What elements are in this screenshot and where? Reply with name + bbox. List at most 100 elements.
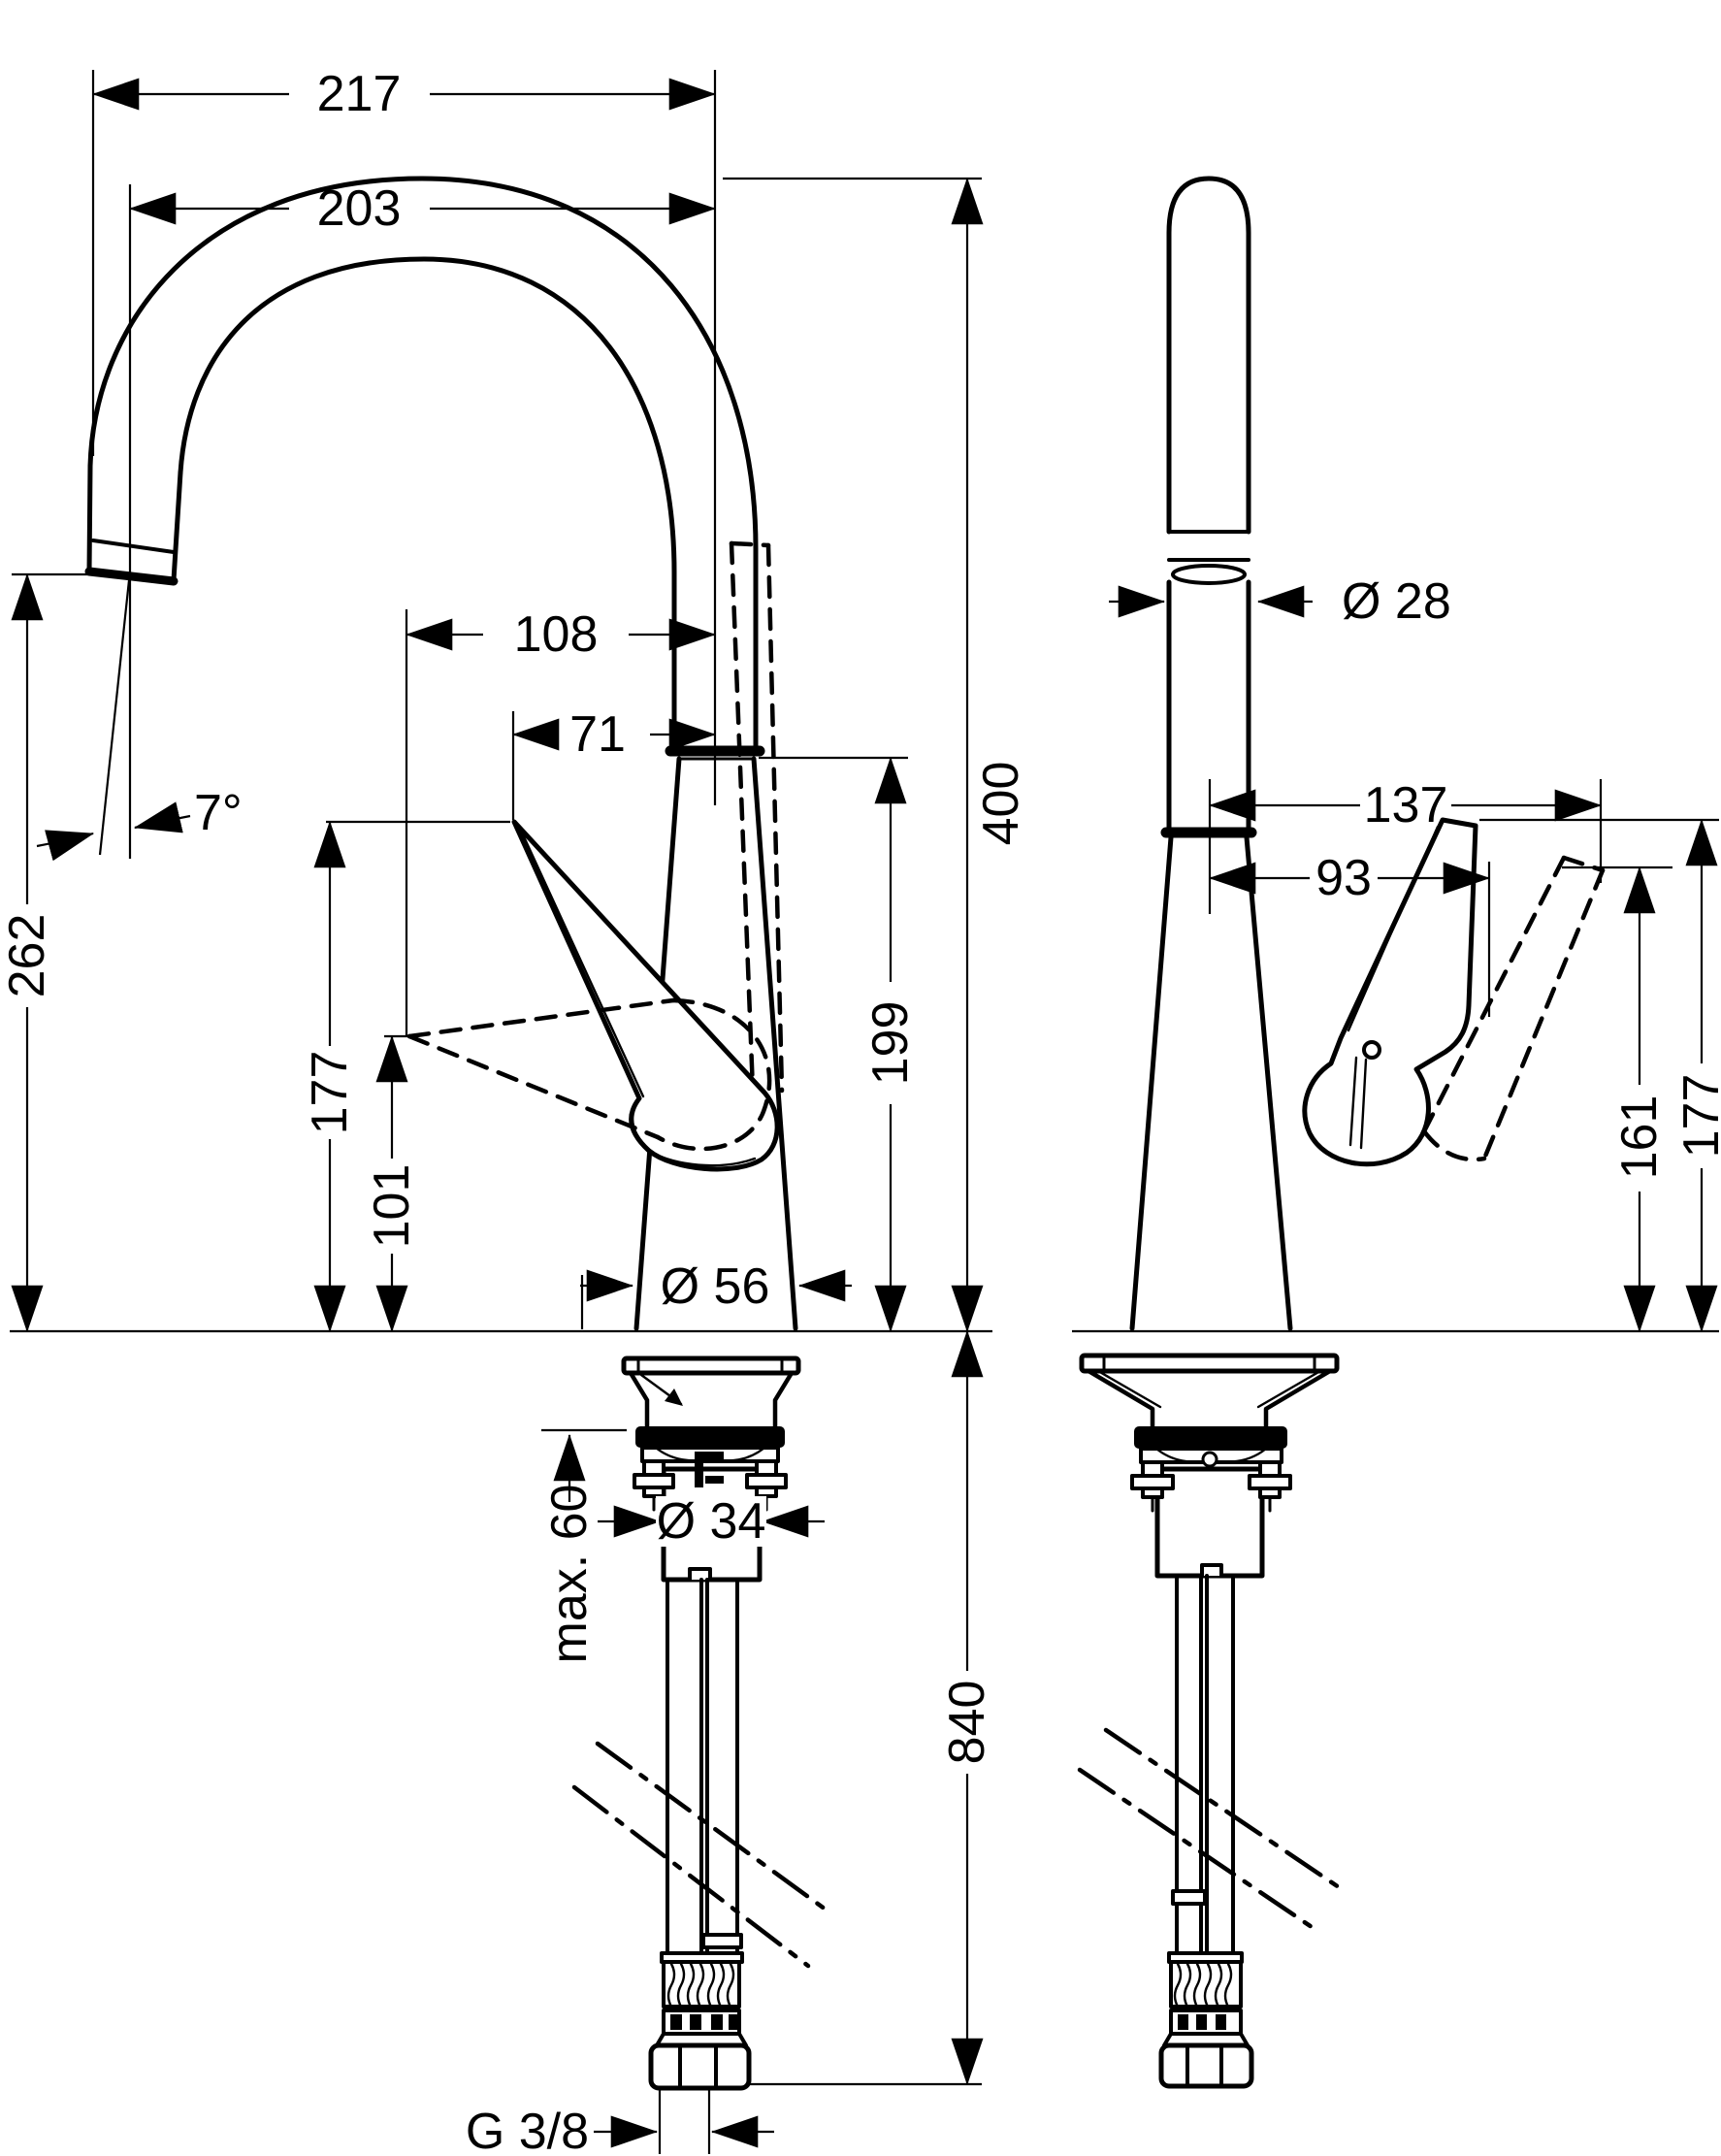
dim-handle-reach-lowered: 108 xyxy=(514,606,599,663)
angle-arrow-right xyxy=(133,801,191,833)
skirt-right-side xyxy=(1263,1368,1333,1429)
dim-pipe-diameter: Ø 28 xyxy=(1342,573,1451,630)
handle-lever-side xyxy=(1302,817,1478,1167)
dim-connection-thread: G 3/8 xyxy=(466,2104,589,2156)
angle-arrow-left xyxy=(36,830,95,862)
dim-overall-reach: 217 xyxy=(317,66,402,122)
t-bolt-left-bar xyxy=(633,1473,675,1489)
braid-wave xyxy=(726,1962,735,2009)
handle-open-dashed-top xyxy=(1561,855,1606,873)
handle-open-dashed-hub xyxy=(1421,1128,1487,1162)
shank-notch-side xyxy=(1200,1563,1223,1578)
handle-open-dashed-left xyxy=(1421,855,1567,1134)
seal-collar-side xyxy=(1134,1426,1287,1449)
fixing-clip-stem xyxy=(695,1460,703,1487)
skirt-left-side xyxy=(1086,1368,1155,1429)
dim-total-height: 400 xyxy=(973,762,1029,846)
dim-handle-height-side: 177 xyxy=(1673,1074,1721,1159)
angle-ref-slanted xyxy=(98,579,131,856)
dim-outlet-height: 262 xyxy=(0,914,55,998)
crimp-slot xyxy=(1178,2014,1188,2030)
seal-collar xyxy=(635,1426,785,1448)
handle-hub-inner-line xyxy=(654,1153,757,1167)
skirt-left xyxy=(628,1370,650,1429)
crimp-slot xyxy=(690,2014,701,2030)
washer-center-screw xyxy=(1201,1451,1218,1468)
dim-handle-depth-open: 137 xyxy=(1364,777,1448,833)
outlet-left-edge xyxy=(86,463,93,574)
outlet-right-edge xyxy=(171,470,183,583)
handle-lowered-dashed-hub xyxy=(655,997,772,1152)
braid-wave xyxy=(1173,1962,1183,2009)
handle-lowered-dashed-bottom xyxy=(406,1033,661,1140)
crimp-slot xyxy=(1196,2014,1207,2030)
skirt-right-inner xyxy=(1256,1369,1322,1409)
handle-hub-line-2 xyxy=(1359,1058,1368,1150)
handle-blade-inner-line xyxy=(520,831,645,1098)
t-bolt-left-bar-side xyxy=(1130,1474,1175,1490)
dim-handle-depth: 93 xyxy=(1315,850,1372,906)
dim-handle-open-height: 161 xyxy=(1611,1095,1668,1180)
side-supply-hoses xyxy=(1077,1574,1342,2089)
dim-56-mask xyxy=(658,1260,772,1313)
dim-base-diameter: Ø 56 xyxy=(661,1258,770,1315)
braid-wave xyxy=(1214,1962,1223,2009)
handle-raised-dashed-tip xyxy=(729,540,771,548)
side-dimensions: Ø 28 137 93 161 177 xyxy=(1109,573,1721,1333)
handle-open-dashed-right xyxy=(1481,867,1606,1161)
spout-arc-outer xyxy=(87,176,759,749)
shank-notch xyxy=(688,1567,712,1582)
body-cone-right xyxy=(751,756,798,1331)
front-extension-lines xyxy=(10,70,992,2154)
dim-shank-diameter: Ø 34 xyxy=(657,1493,766,1550)
front-view: 217 203 108 71 262 7° 177 101 19 xyxy=(0,66,1029,2156)
riser-pipe xyxy=(1166,176,1251,535)
outlet-ring-ellipse xyxy=(1171,564,1247,585)
dim-hose-length: 840 xyxy=(939,1681,995,1765)
outlet-face xyxy=(84,567,179,586)
handle-lowered-dashed-top xyxy=(406,997,676,1039)
fixing-clip-top xyxy=(695,1452,724,1460)
handle-blade-inner-side xyxy=(1347,825,1440,1032)
break-line-2 xyxy=(571,1784,811,1969)
mounting-shank-side xyxy=(1154,1466,1265,1579)
t-bolt-right-bar xyxy=(745,1473,788,1489)
break-line-3 xyxy=(1103,1727,1342,1890)
front-supply-hoses xyxy=(571,1578,835,2091)
handle-raised-dashed-left xyxy=(729,540,756,1094)
skirt-right xyxy=(772,1370,795,1429)
escutcheon-plate xyxy=(621,1356,801,1376)
insert-indicator-arrow xyxy=(665,1388,683,1406)
braid-wave xyxy=(1192,1962,1202,2009)
escutcheon-plate-side xyxy=(1079,1353,1340,1374)
braid-wave xyxy=(706,1962,716,2009)
crimp-slot xyxy=(1216,2014,1226,2030)
handle-lever-front xyxy=(511,819,780,1172)
body-cone-right-side xyxy=(1244,834,1293,1331)
connection-nut-side xyxy=(1158,2042,1254,2089)
crimp-slot xyxy=(711,2014,723,2030)
braid-wave xyxy=(676,1962,686,2009)
handle-hub-line-1 xyxy=(1348,1056,1358,1147)
hose-fitting-band xyxy=(701,1933,743,1949)
crimp-slot xyxy=(670,2014,682,2030)
handle-pivot-screw xyxy=(1362,1040,1381,1060)
fixing-clip-foot xyxy=(705,1476,724,1484)
front-faucet-body xyxy=(84,176,798,1331)
side-mounting-hardware xyxy=(1079,1353,1340,1579)
body-cone-left-side xyxy=(1129,834,1174,1331)
dim-34-mask xyxy=(656,1496,766,1547)
braid-wave xyxy=(1203,1962,1213,2009)
braid-wave xyxy=(1183,1962,1192,2009)
break-line-4 xyxy=(1077,1767,1317,1932)
braid-wave xyxy=(686,1962,696,2009)
t-bolt-right-bar-side xyxy=(1248,1474,1292,1490)
dim-spout-angle: 7° xyxy=(194,785,243,841)
spout-arc-inner xyxy=(178,256,677,749)
dim-handle-reach: 71 xyxy=(569,706,626,763)
braid-wave xyxy=(1223,1962,1233,2009)
dim-max-counter-thickness: max. 60 xyxy=(541,1485,598,1664)
crimp-slot xyxy=(729,2014,737,2030)
